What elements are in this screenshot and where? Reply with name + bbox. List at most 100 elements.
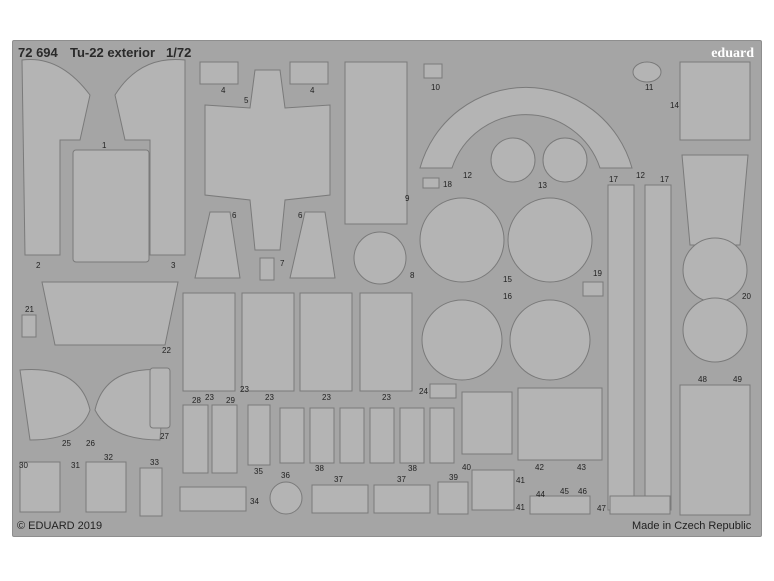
part-label-48: 48 bbox=[698, 375, 707, 384]
part-30 bbox=[19, 461, 61, 513]
part-16b bbox=[509, 299, 591, 381]
part-label-5: 5 bbox=[244, 96, 249, 105]
part-37a bbox=[311, 484, 369, 514]
part-label-38a: 38 bbox=[315, 464, 324, 473]
part-label-43: 43 bbox=[577, 463, 586, 472]
part-label-10: 10 bbox=[431, 83, 440, 92]
part-label-41a: 41 bbox=[516, 476, 525, 485]
part-label-14: 14 bbox=[670, 101, 679, 110]
part-label-23b: 23 bbox=[265, 393, 274, 402]
part-label-25: 25 bbox=[62, 439, 71, 448]
part-4b bbox=[289, 61, 329, 85]
part-label-20: 20 bbox=[742, 292, 751, 301]
part-17a bbox=[607, 184, 635, 511]
part-23d bbox=[359, 292, 413, 392]
part-20a bbox=[682, 237, 748, 303]
part-label-3: 3 bbox=[171, 261, 176, 270]
part-29 bbox=[211, 404, 238, 474]
part-label-41b: 41 bbox=[516, 503, 525, 512]
part-label-40: 40 bbox=[462, 463, 471, 472]
part-label-24: 24 bbox=[419, 387, 428, 396]
part-label-17b: 17 bbox=[660, 175, 669, 184]
part-label-32: 32 bbox=[104, 453, 113, 462]
part-41 bbox=[471, 469, 515, 511]
part-12 bbox=[419, 86, 633, 169]
part-38e bbox=[399, 407, 425, 464]
part-36 bbox=[269, 481, 303, 515]
part-label-2: 2 bbox=[36, 261, 41, 270]
part-label-23a: 23 bbox=[205, 393, 214, 402]
part-39 bbox=[437, 481, 469, 515]
eduard-logo: eduard bbox=[711, 46, 754, 61]
part-24 bbox=[429, 383, 457, 399]
part-21 bbox=[21, 314, 37, 338]
part-48 bbox=[679, 384, 751, 516]
part-42 bbox=[517, 387, 603, 461]
part-label-33: 33 bbox=[150, 458, 159, 467]
part-44 bbox=[529, 495, 591, 515]
part-9 bbox=[344, 61, 408, 225]
part-2 bbox=[21, 58, 91, 256]
part-label-6a: 6 bbox=[232, 211, 237, 220]
set-code: 72 694 bbox=[18, 45, 58, 60]
part-label-11: 11 bbox=[645, 83, 654, 92]
part-38d bbox=[369, 407, 395, 464]
part-19 bbox=[582, 281, 604, 297]
part-label-27: 27 bbox=[160, 432, 169, 441]
part-13b bbox=[542, 137, 588, 183]
part-10 bbox=[423, 63, 443, 79]
part-15a bbox=[419, 197, 505, 283]
part-label-29: 29 bbox=[226, 396, 235, 405]
part-label-37a: 37 bbox=[334, 475, 343, 484]
part-label-19: 19 bbox=[593, 269, 602, 278]
part-label-47: 47 bbox=[597, 504, 606, 513]
part-label-12a: 12 bbox=[463, 171, 472, 180]
part-label-4a: 4 bbox=[221, 86, 226, 95]
part-label-46: 46 bbox=[578, 487, 587, 496]
part-label-12b: 12 bbox=[636, 171, 645, 180]
part-38a bbox=[279, 407, 305, 464]
part-label-16: 16 bbox=[503, 292, 512, 301]
part-label-18: 18 bbox=[443, 180, 452, 189]
part-18 bbox=[422, 177, 440, 189]
part-label-34: 34 bbox=[250, 497, 259, 506]
part-label-4b: 4 bbox=[310, 86, 315, 95]
part-label-30: 30 bbox=[19, 461, 28, 470]
part-4a bbox=[199, 61, 239, 85]
part-label-36: 36 bbox=[281, 471, 290, 480]
part-1 bbox=[72, 149, 150, 263]
part-28 bbox=[182, 404, 209, 474]
part-34 bbox=[179, 486, 247, 512]
part-7 bbox=[259, 257, 275, 281]
part-label-22: 22 bbox=[162, 346, 171, 355]
part-label-9: 9 bbox=[405, 194, 410, 203]
part-label-37b: 37 bbox=[397, 475, 406, 484]
part-label-23d: 23 bbox=[382, 393, 391, 402]
part-label-17a: 17 bbox=[609, 175, 618, 184]
part-27 bbox=[149, 367, 171, 429]
part-label-23c: 23 bbox=[322, 393, 331, 402]
part-label-13: 13 bbox=[538, 181, 547, 190]
part-5 bbox=[204, 69, 331, 251]
part-13a bbox=[490, 137, 536, 183]
part-38f bbox=[429, 407, 455, 464]
part-16a bbox=[421, 299, 503, 381]
part-label-15: 15 bbox=[503, 275, 512, 284]
origin-text: Made in Czech Republic bbox=[632, 520, 752, 532]
part-label-26: 26 bbox=[86, 439, 95, 448]
part-8 bbox=[353, 231, 407, 285]
part-label-8: 8 bbox=[410, 271, 415, 280]
part-33 bbox=[139, 467, 163, 517]
part-22 bbox=[41, 281, 179, 346]
part-14b bbox=[681, 154, 749, 246]
part-label-42: 42 bbox=[535, 463, 544, 472]
part-label-6b: 6 bbox=[298, 211, 303, 220]
part-38b bbox=[309, 407, 335, 464]
part-label-49: 49 bbox=[733, 375, 742, 384]
part-35 bbox=[247, 404, 271, 466]
part-label-35: 35 bbox=[254, 467, 263, 476]
part-label-28: 28 bbox=[192, 396, 201, 405]
part-17b bbox=[644, 184, 672, 511]
set-scale: 1/72 bbox=[166, 45, 192, 60]
